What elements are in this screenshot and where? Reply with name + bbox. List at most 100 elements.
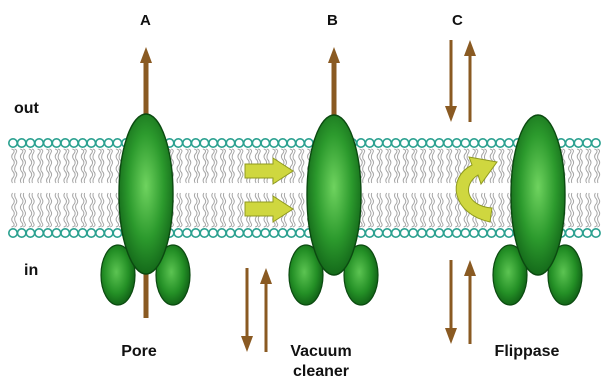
upward-arrowhead bbox=[464, 40, 476, 56]
lipid-tail bbox=[507, 149, 510, 183]
lipid-tail bbox=[75, 193, 77, 227]
lipid-head bbox=[287, 229, 295, 237]
lipid-head bbox=[366, 139, 374, 147]
lipid-head bbox=[566, 229, 574, 237]
lipid-tail bbox=[299, 193, 302, 227]
lipid-head bbox=[52, 229, 60, 237]
lipid-tail bbox=[302, 149, 304, 183]
lipid-tail bbox=[194, 149, 197, 183]
lipid-head bbox=[279, 229, 287, 237]
lipid-heads-inner bbox=[9, 229, 600, 237]
lipid-head bbox=[287, 139, 295, 147]
lipid-tail bbox=[20, 193, 23, 227]
label-b: B bbox=[327, 13, 338, 28]
lipid-head bbox=[70, 229, 78, 237]
caption-vacuum-cleaner: Vacuum cleaner bbox=[276, 342, 366, 382]
lipid-tail bbox=[502, 149, 504, 183]
lipid-head bbox=[35, 139, 43, 147]
lipid-tail bbox=[215, 149, 217, 183]
lipid-head bbox=[218, 139, 226, 147]
lipid-tail bbox=[377, 149, 380, 183]
lipid-head bbox=[409, 139, 417, 147]
lipid-tail bbox=[64, 149, 67, 183]
lipid-tail bbox=[107, 193, 110, 227]
upward-arrowhead bbox=[140, 47, 152, 63]
lipid-tail bbox=[594, 193, 597, 227]
lipid-head bbox=[383, 139, 391, 147]
lipid-head bbox=[96, 229, 104, 237]
lipid-tail bbox=[46, 149, 49, 183]
lipid-tail bbox=[406, 149, 408, 183]
lipid-head bbox=[400, 139, 408, 147]
lipid-head bbox=[174, 139, 182, 147]
lipid-tail bbox=[597, 193, 599, 227]
lipid-head bbox=[426, 139, 434, 147]
lipid-head bbox=[366, 229, 374, 237]
lipid-tail bbox=[432, 193, 434, 227]
lipid-tail bbox=[232, 193, 234, 227]
lipid-tail bbox=[15, 149, 17, 183]
lipid-tail bbox=[406, 193, 408, 227]
lipid-tail bbox=[371, 149, 373, 183]
lipid-tail bbox=[380, 193, 382, 227]
lipid-head bbox=[435, 139, 443, 147]
lipid-tail bbox=[81, 149, 84, 183]
lipid-tail bbox=[197, 193, 199, 227]
lipid-tail bbox=[29, 193, 32, 227]
lipid-head bbox=[183, 139, 191, 147]
lipid-head bbox=[470, 229, 478, 237]
lipid-tail bbox=[447, 193, 450, 227]
lipid-tail bbox=[23, 149, 25, 183]
lipid-tail bbox=[93, 149, 95, 183]
lipid-tail bbox=[99, 193, 102, 227]
lipid-tail bbox=[394, 193, 397, 227]
label-a: A bbox=[140, 13, 151, 28]
lipid-tail bbox=[229, 193, 232, 227]
lipid-head bbox=[200, 139, 208, 147]
lipid-head bbox=[357, 139, 365, 147]
lipid-head bbox=[270, 139, 278, 147]
lipid-tail bbox=[72, 193, 75, 227]
membrane-protein-icon bbox=[307, 115, 361, 275]
lipid-head bbox=[113, 139, 121, 147]
lipid-tail bbox=[412, 193, 415, 227]
lipid-tail bbox=[429, 193, 432, 227]
lipid-head bbox=[418, 229, 426, 237]
lipid-tail bbox=[229, 149, 232, 183]
lipid-head bbox=[583, 229, 591, 237]
lipid-tail bbox=[197, 149, 199, 183]
label-out: out bbox=[14, 101, 39, 117]
lipid-tail bbox=[386, 193, 389, 227]
lipid-tail bbox=[84, 149, 86, 183]
lipid-tail bbox=[75, 149, 77, 183]
lipid-head bbox=[35, 229, 43, 237]
lipid-head bbox=[226, 229, 234, 237]
lipid-tail bbox=[23, 193, 25, 227]
lipid-tail bbox=[377, 193, 380, 227]
lipid-tail bbox=[72, 149, 75, 183]
lipid-head bbox=[444, 139, 452, 147]
lipid-head bbox=[392, 139, 400, 147]
lipid-tail bbox=[81, 193, 84, 227]
lipid-head bbox=[479, 139, 487, 147]
lipid-head bbox=[226, 139, 234, 147]
lipid-head bbox=[252, 139, 260, 147]
lipid-head bbox=[244, 229, 252, 237]
lipid-tail bbox=[58, 193, 60, 227]
lipid-head bbox=[70, 139, 78, 147]
lipid-tail bbox=[55, 149, 58, 183]
lipid-tail bbox=[420, 193, 423, 227]
lipid-head bbox=[496, 139, 504, 147]
lipid-head bbox=[9, 139, 17, 147]
lipid-tail bbox=[38, 193, 41, 227]
lipid-tail bbox=[93, 193, 95, 227]
lipid-tail bbox=[580, 193, 582, 227]
lipid-head bbox=[574, 229, 582, 237]
lipid-tail bbox=[58, 149, 60, 183]
lipid-tail bbox=[403, 149, 406, 183]
label-in: in bbox=[24, 263, 38, 279]
lipid-head bbox=[52, 139, 60, 147]
lipid-head bbox=[496, 229, 504, 237]
lipid-tail bbox=[403, 193, 406, 227]
